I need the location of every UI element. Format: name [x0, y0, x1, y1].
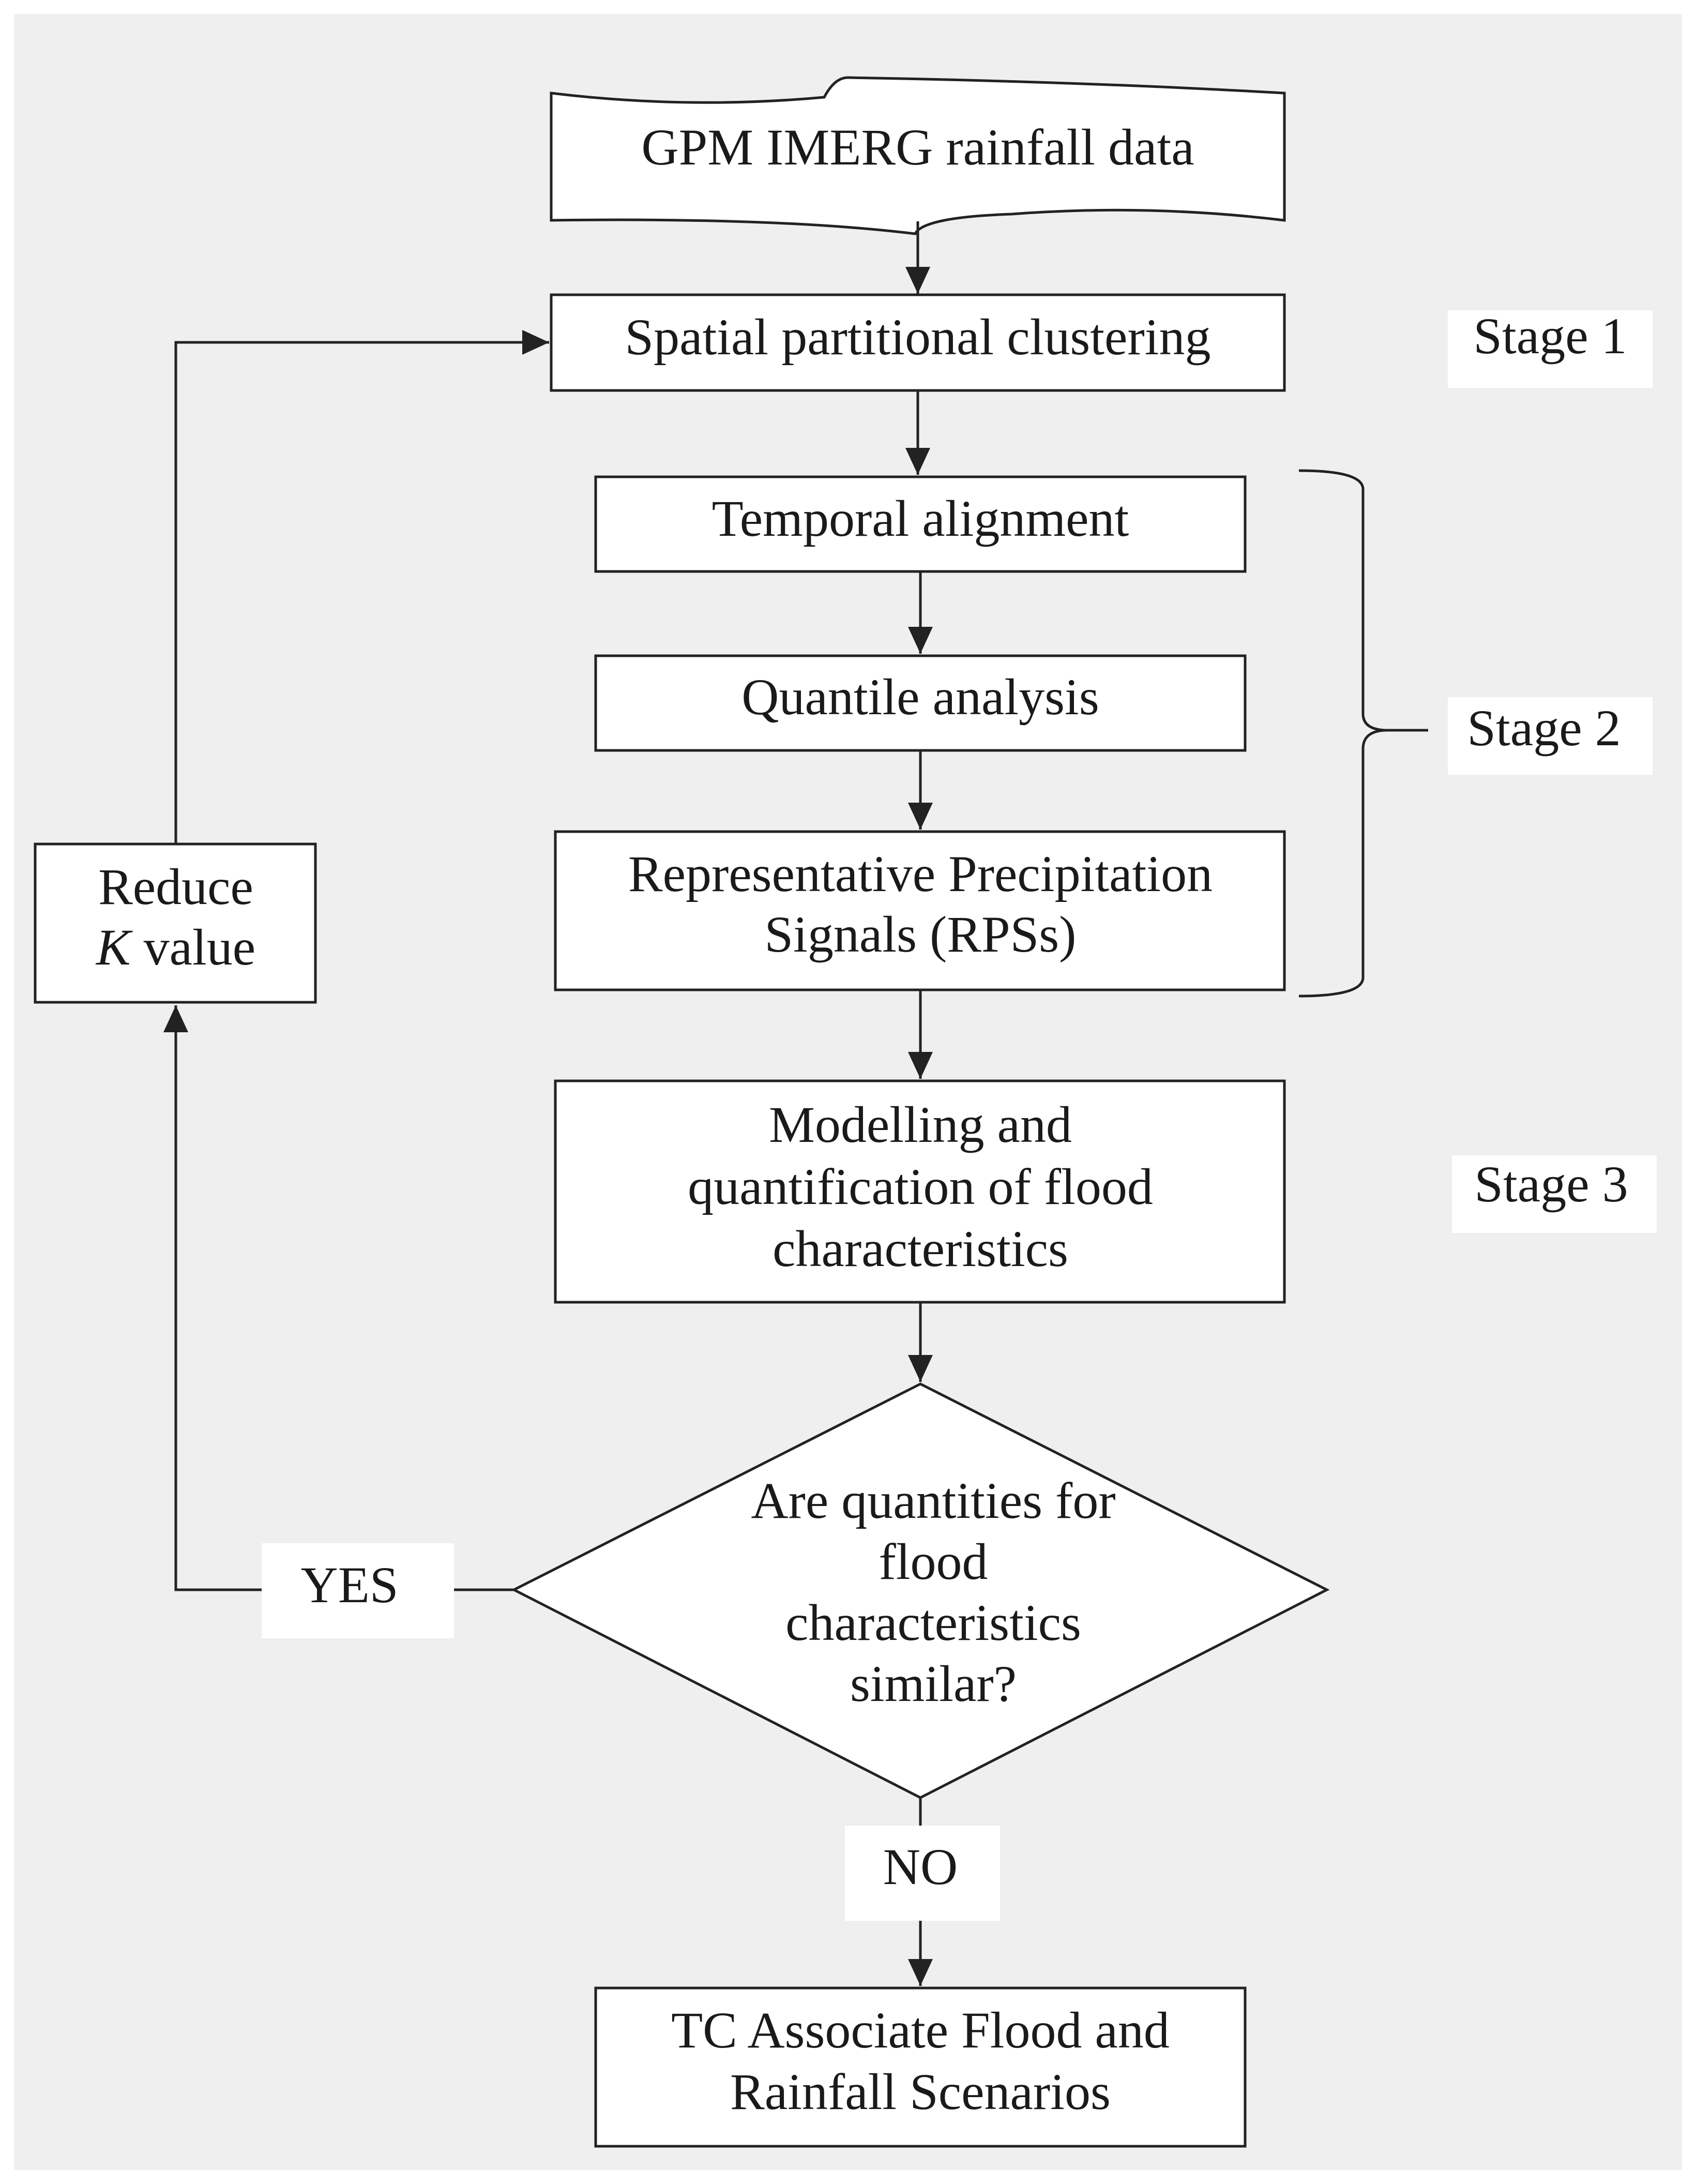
input-data-label: GPM IMERG rainfall data	[641, 118, 1194, 176]
decision-label-line1: Are quantities for	[751, 1472, 1115, 1529]
decision-label-line2: flood	[879, 1533, 988, 1590]
reduce-label-line2: K value	[95, 918, 255, 976]
yes-label-box	[262, 1543, 454, 1638]
stage2-bracket	[1298, 469, 1428, 998]
yes-label: YES	[301, 1556, 399, 1614]
decision-label-line4: similar?	[850, 1655, 1017, 1712]
reduce-k-symbol: K	[95, 918, 133, 976]
output-label-line1: TC Associate Flood and	[671, 2001, 1170, 2059]
rps-box	[554, 830, 1286, 991]
stage2-label-box	[1448, 697, 1653, 775]
modelling-label-line1: Modelling and	[769, 1096, 1072, 1153]
rps-label-line2: Signals (RPSs)	[765, 906, 1077, 963]
input-document-shape	[550, 76, 1286, 235]
arrow-reduce-to-clustering	[174, 330, 549, 844]
temporal-label: Temporal alignment	[712, 490, 1129, 547]
clustering-box	[550, 293, 1286, 392]
no-label: NO	[883, 1838, 958, 1895]
modelling-label-line3: characteristics	[773, 1220, 1068, 1277]
temporal-box	[594, 475, 1247, 573]
clustering-label: Spatial partitional clustering	[625, 308, 1210, 366]
decision-label-line3: characteristics	[785, 1594, 1081, 1651]
quantile-label: Quantile analysis	[741, 668, 1099, 726]
modelling-label-line2: quantification of flood	[688, 1158, 1153, 1215]
stage1-label: Stage 1	[1473, 307, 1627, 365]
output-label-line2: Rainfall Scenarios	[730, 2063, 1111, 2120]
arrow-decision-to-reduce	[163, 1005, 514, 1591]
reduce-label-line1: Reduce	[98, 858, 253, 915]
stage1-label-box	[1448, 310, 1653, 388]
no-label-box	[845, 1826, 1000, 1921]
stage3-label-box	[1452, 1155, 1657, 1233]
rps-label-line1: Representative Precipitation	[628, 845, 1213, 902]
stage2-label: Stage 2	[1467, 699, 1621, 757]
output-box	[594, 1986, 1247, 2148]
reduce-k-rest: value	[131, 918, 256, 976]
modelling-box	[554, 1079, 1286, 1304]
reduce-k-box	[34, 842, 317, 1004]
stage3-label: Stage 3	[1474, 1155, 1628, 1213]
decision-diamond	[511, 1382, 1330, 1799]
